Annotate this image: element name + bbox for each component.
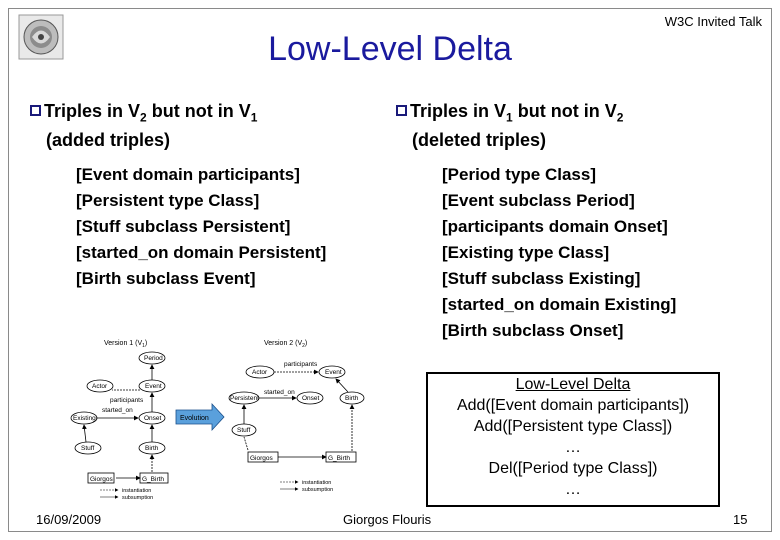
delta-box-heading: Low-Level Delta — [515, 376, 631, 393]
delta-line: Add([Persistent type Class]) — [473, 418, 673, 435]
v1-label-existing: Existing — [73, 415, 96, 422]
v2-legend: instantiation subsumption — [280, 480, 333, 493]
v1-legend-instantiation: instantiation — [122, 488, 151, 494]
square-bullet-icon — [30, 105, 41, 116]
header-tag: W3C Invited Talk — [664, 14, 762, 29]
delta-line: Add([Event domain participants]) — [456, 397, 690, 414]
v1-title: Version 1 (V1) — [104, 340, 147, 349]
v2-label-g-birth: G_Birth — [328, 455, 350, 462]
left-heading-text-b: but not in V — [146, 101, 251, 121]
v2-label-onset: Onset — [302, 395, 320, 402]
v2-title: Version 2 (V2) — [264, 340, 307, 349]
list-item: [Stuff subclass Existing] — [442, 269, 641, 288]
v2-node-event — [318, 365, 346, 379]
v2-label-event: Event — [325, 369, 342, 376]
v2-label-participants: participants — [284, 361, 318, 368]
left-heading-line2: (added triples) — [46, 129, 171, 150]
right-heading-text-a: Triples in V — [410, 101, 507, 121]
v2-legend-subsumption: subsumption — [302, 487, 333, 493]
left-heading-sub-a: 2 — [140, 110, 147, 125]
delta-line: … — [565, 481, 581, 498]
delta-line: … — [565, 439, 581, 456]
v1-label-started-on: started_on — [102, 407, 133, 414]
v2-label-actor: Actor — [252, 369, 268, 376]
slide-frame — [8, 8, 772, 532]
v2-label-giorgos: Giorgos — [250, 455, 274, 462]
v1-node-stuff — [74, 441, 102, 455]
v2-label-stuff: Stuff — [237, 427, 250, 434]
list-item: [started_on domain Persistent] — [76, 243, 327, 262]
v1-label-giorgos: Giorgos — [90, 476, 114, 483]
v1-label-birth: Birth — [145, 445, 159, 452]
left-heading: Triples in V2 but not in V1 (added tripl… — [30, 100, 257, 151]
list-item: [participants domain Onset] — [442, 217, 668, 236]
footer-page-number: 15 — [733, 512, 748, 527]
right-heading: Triples in V1 but not in V2 (deleted tri… — [396, 100, 623, 151]
v1-labels: Period Actor Event participants Existing… — [73, 355, 164, 483]
footer-author: Giorgos Flouris — [343, 512, 432, 527]
footer-date: 16/09/2009 — [36, 512, 102, 527]
v1-label-period: Period — [144, 355, 163, 362]
left-heading-text-a: Triples in V — [44, 101, 141, 121]
v1-label-actor: Actor — [92, 383, 108, 390]
v2-labels: Actor participants Event Persistent star… — [230, 361, 359, 462]
v2-node-birth — [339, 391, 365, 405]
list-item: [Birth subclass Onset] — [442, 321, 624, 340]
list-item: [Stuff subclass Persistent] — [76, 217, 291, 236]
v2-node-onset — [296, 391, 324, 405]
right-heading-sub-b: 2 — [616, 110, 624, 125]
v1-label-g-birth: G_Birth — [142, 476, 164, 483]
v2-graph — [228, 365, 365, 463]
v2-legend-instantiation: instantiation — [302, 480, 331, 486]
v2-label-birth: Birth — [345, 395, 359, 402]
v1-label-event: Event — [145, 383, 162, 390]
v2-label-persistent: Persistent — [230, 395, 259, 402]
evolution-arrow: Evolution — [175, 402, 225, 432]
right-heading-sub-a: 1 — [506, 110, 513, 125]
deleted-triples-list: [Period type Class] [Event subclass Peri… — [442, 162, 676, 344]
evolution-label: Evolution — [180, 415, 209, 422]
v1-node-giorgos — [87, 472, 115, 484]
slide-title: Low-Level Delta — [268, 30, 512, 68]
square-bullet-icon — [396, 105, 407, 116]
v1-node-period — [138, 351, 166, 365]
forth-logo — [18, 14, 64, 60]
v1-label-stuff: Stuff — [81, 445, 94, 452]
added-triples-list: [Event domain participants] [Persistent … — [76, 162, 326, 292]
list-item: [Persistent type Class] — [76, 191, 260, 210]
low-level-delta-box: Low-Level Delta Add([Event domain partic… — [426, 372, 720, 507]
v1-node-actor — [86, 379, 114, 393]
delta-line: Del([Period type Class]) — [488, 460, 658, 477]
left-heading-sub-b: 1 — [250, 110, 258, 125]
v1-label-onset: Onset — [144, 415, 162, 422]
list-item: [Event domain participants] — [76, 165, 300, 184]
list-item: [Period type Class] — [442, 165, 596, 184]
v1-legend: instantiation subsumption — [100, 488, 153, 500]
evolution-diagram: Version 1 (V1) Version 2 (V2) Period Act… — [70, 340, 365, 500]
v1-label-participants: participants — [110, 397, 144, 404]
right-heading-line2: (deleted triples) — [412, 129, 547, 150]
v1-graph — [70, 351, 169, 484]
list-item: [Existing type Class] — [442, 243, 610, 262]
v1-legend-subsumption: subsumption — [122, 495, 153, 500]
list-item: [started_on domain Existing] — [442, 295, 677, 314]
v2-label-started-on: started_on — [264, 389, 295, 396]
list-item: [Birth subclass Event] — [76, 269, 256, 288]
list-item: [Event subclass Period] — [442, 191, 635, 210]
right-heading-text-b: but not in V — [512, 101, 617, 121]
